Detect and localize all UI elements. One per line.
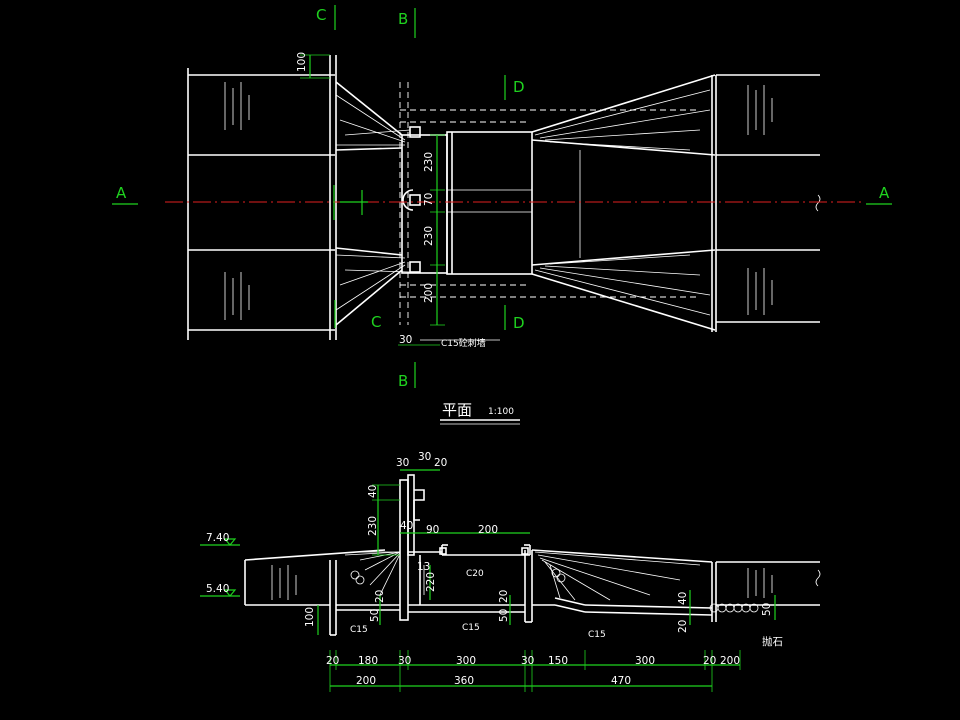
sec-dim-20b: 20 (498, 590, 510, 603)
sec-dim-230: 230 (367, 516, 379, 536)
bottom-dim-200: 200 (720, 655, 740, 667)
section-label-b-top: B (398, 10, 408, 28)
section-label-c-bottom: C (371, 313, 381, 331)
sec-dim-50b: 50 (498, 609, 510, 622)
plan-dim-100: 100 (296, 52, 308, 72)
sec-dim-90: 90 (426, 524, 439, 536)
bottom-dim-180: 180 (358, 655, 378, 667)
sec-dim-220: 220 (425, 572, 437, 592)
section-label-a-right: A (879, 184, 890, 202)
section-label-d-bottom: D (513, 314, 525, 332)
bottom-dim-300a: 300 (456, 655, 476, 667)
sec-dim-40b: 40 (400, 520, 413, 532)
material-c15-left: C15 (350, 625, 368, 635)
plan-dim-230-bottom: 230 (423, 226, 435, 246)
bottom-dim-20a: 20 (326, 655, 339, 667)
plan-dim-70: 70 (423, 193, 435, 206)
text-layer: A A B B C C D D 100 230 70 230 200 30 C1… (116, 6, 890, 687)
bottom-dim-20b: 20 (703, 655, 716, 667)
bottom-dim-150: 150 (548, 655, 568, 667)
bottom-dim-300b: 300 (635, 655, 655, 667)
sec-dim-30a: 30 (396, 457, 409, 469)
sec-dim-200: 200 (478, 524, 498, 536)
plan-dim-30: 30 (399, 334, 412, 346)
plan-dim-230-top: 230 (423, 152, 435, 172)
material-c20: C20 (466, 569, 484, 579)
bottom-total-200: 200 (356, 675, 376, 687)
sec-dim-100: 100 (304, 607, 316, 627)
section-label-b-bottom: B (398, 372, 408, 390)
sec-dim-20: 20 (434, 457, 447, 469)
bottom-dim-30b: 30 (521, 655, 534, 667)
plan-title: 平面 (442, 401, 472, 419)
elevation-top: 7.40 (206, 532, 229, 544)
sec-dim-50c: 50 (761, 603, 773, 616)
section-label-c-top: C (316, 6, 326, 24)
section-view (200, 469, 821, 692)
section-label-a-left: A (116, 184, 127, 202)
sec-dim-50a: 50 (369, 609, 381, 622)
material-stone: 抛石 (762, 635, 783, 648)
sec-dim-30b: 30 (418, 451, 431, 463)
elevation-bottom: 5.40 (206, 583, 229, 595)
plan-view (112, 5, 892, 388)
plan-dim-200: 200 (423, 283, 435, 303)
plan-scale: 1:100 (488, 407, 514, 417)
sec-dim-40: 40 (677, 592, 689, 605)
sec-dim-20a: 20 (374, 590, 386, 603)
bottom-total-360: 360 (454, 675, 474, 687)
sec-dim-40: 40 (367, 485, 379, 498)
section-label-d-top: D (513, 78, 525, 96)
sec-dim-20c: 20 (677, 620, 689, 633)
sec-dim-13: 13 (417, 561, 430, 573)
material-c15-right: C15 (588, 630, 606, 640)
plan-note: C15砼刺墙 (441, 337, 486, 349)
material-c15-mid: C15 (462, 623, 480, 633)
bottom-dim-30a: 30 (398, 655, 411, 667)
bottom-total-470: 470 (611, 675, 631, 687)
